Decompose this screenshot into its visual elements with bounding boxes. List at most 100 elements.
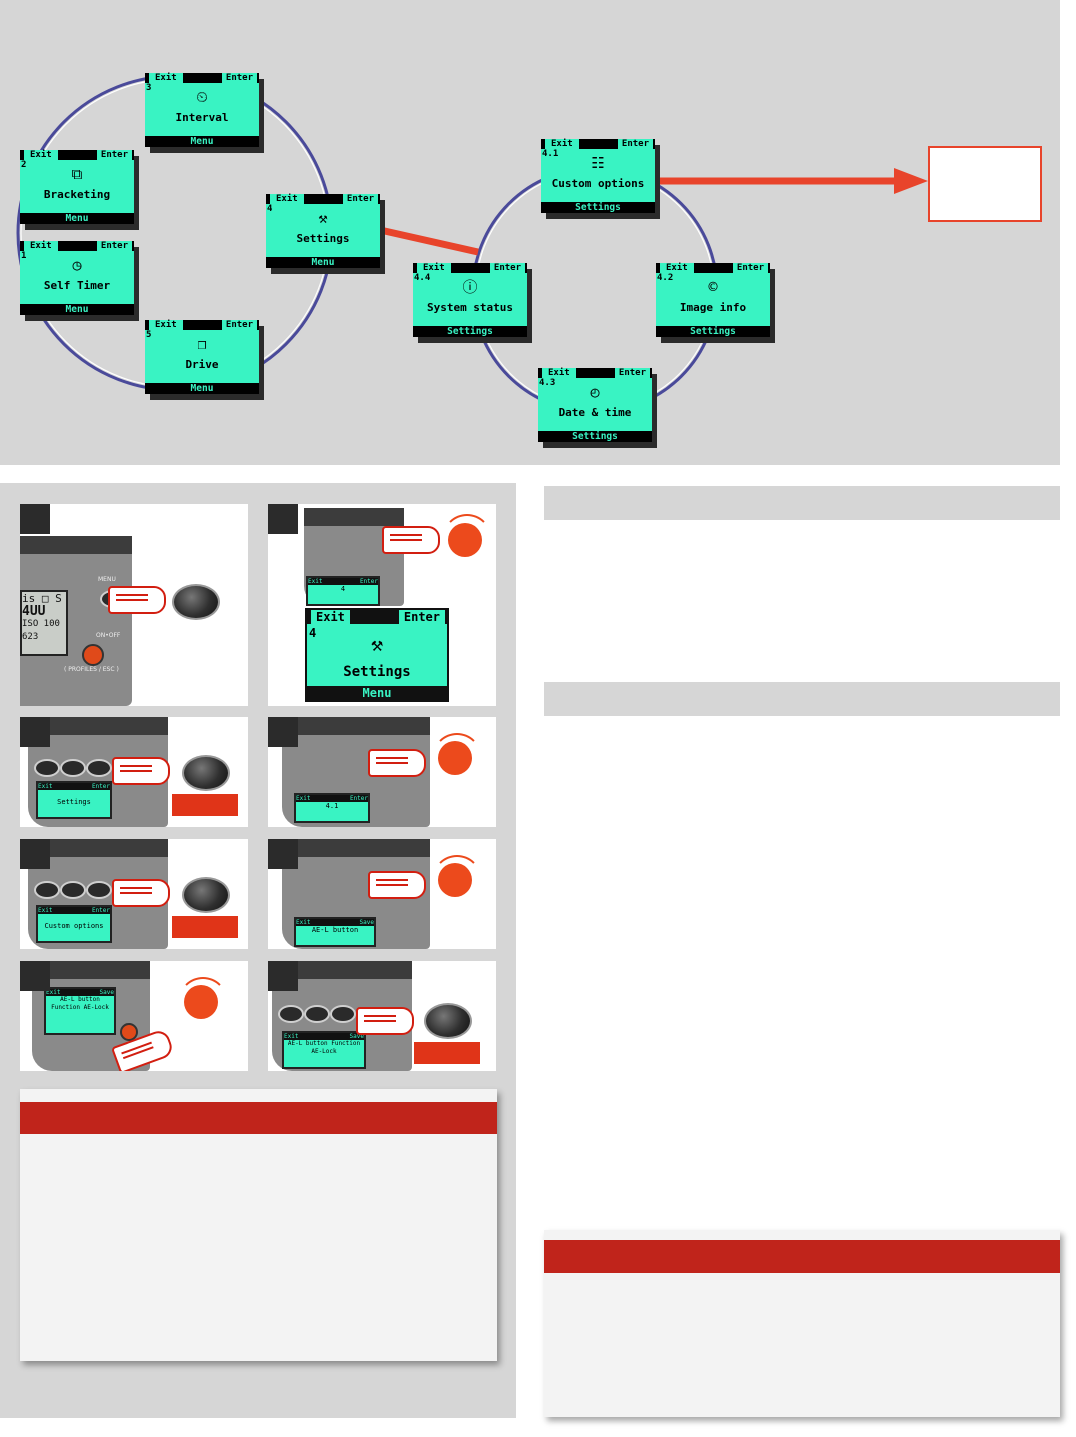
iso-wb-button[interactable]	[86, 881, 112, 899]
step-number-box	[268, 961, 298, 991]
image-info-icon: ©	[708, 278, 718, 296]
screen-title: Date & time	[558, 406, 632, 419]
step-number-box	[268, 504, 298, 534]
settings-icon: ⚒	[370, 632, 384, 656]
step-number-box	[268, 839, 298, 869]
screen-number: 5	[146, 330, 152, 340]
step-number-box	[20, 717, 50, 747]
on-off-button[interactable]	[82, 644, 104, 666]
left-note-header	[20, 1102, 497, 1134]
rotate-arrow-icon	[432, 855, 482, 905]
custom-options-icon: ☷	[591, 154, 605, 172]
screen-title: Image info	[679, 301, 747, 314]
camera-mini-screen: Exit Enter 4	[306, 576, 380, 606]
screen-title: Bracketing	[43, 188, 111, 201]
screen-footer: Menu	[20, 213, 134, 224]
screen-footer: Settings	[656, 326, 770, 337]
af-button[interactable]	[304, 1005, 330, 1023]
step-3-panel: Exit Enter Settings	[20, 717, 248, 827]
pointing-finger-icon	[112, 757, 170, 785]
arrow-head	[894, 168, 928, 194]
section-header-bar-1	[544, 486, 1060, 520]
self-timer-icon: ◷	[72, 256, 82, 274]
screen-number: 4.2	[657, 273, 674, 283]
right-note-header	[544, 1240, 1060, 1273]
pointing-finger-icon	[382, 526, 440, 554]
flash-button[interactable]	[34, 759, 60, 777]
system-status-icon: ⓘ	[462, 278, 478, 296]
screen-number: 4.1	[542, 149, 559, 159]
screen-footer: Settings	[413, 326, 527, 337]
pointing-finger-icon	[112, 879, 170, 907]
iso-wb-button[interactable]	[86, 759, 112, 777]
step-number-box	[20, 839, 50, 869]
flash-button[interactable]	[34, 881, 60, 899]
screen-footer: Settings	[541, 202, 655, 213]
screen-footer: Settings	[538, 431, 652, 442]
step-4-panel: Exit Enter 4.1	[268, 717, 496, 827]
camera-mini-screen: Exit Enter Custom options	[36, 905, 112, 943]
rotate-arrow-icon	[178, 977, 228, 1027]
screen-title: Drive	[185, 358, 219, 371]
screen-number: 4.4	[414, 273, 431, 283]
screen-footer: Menu	[145, 136, 259, 147]
highlight-bar	[172, 916, 238, 938]
af-button[interactable]	[60, 881, 86, 899]
af-button[interactable]	[60, 759, 86, 777]
pointing-finger-icon	[356, 1007, 414, 1035]
screen-number: 4	[267, 204, 273, 214]
camera-mini-screen: Exit Enter Settings	[36, 781, 112, 819]
pointing-finger-icon	[368, 749, 426, 777]
press-button-icon	[182, 877, 230, 913]
screen-number: 4.3	[539, 378, 556, 388]
press-button-icon	[172, 584, 220, 620]
screen-number: 3	[146, 83, 152, 93]
on-off-label: ON•OFF	[96, 632, 121, 639]
camera-mini-screen: Exit Enter 4.1	[294, 793, 370, 823]
profiles-label: ( PROFILES / ESC )	[64, 666, 119, 673]
camera-mini-screen: Exit Save AE-L button Function AE-Lock	[282, 1031, 366, 1069]
step-7-panel: Exit Save AE-L button Function AE-Lock	[20, 961, 248, 1071]
screen-number: 1	[21, 251, 27, 261]
drive-icon: ❐	[197, 335, 207, 353]
step-number-box	[268, 717, 298, 747]
screen-footer: Menu	[20, 304, 134, 315]
pointing-finger-icon	[108, 586, 166, 614]
bracketing-icon: ⧉	[71, 165, 83, 183]
date-time-icon: ◴	[590, 383, 600, 401]
screen-footer: Menu	[145, 383, 259, 394]
screen-footer: Menu	[266, 257, 380, 268]
iso-wb-button[interactable]	[330, 1005, 356, 1023]
custom-options-target-box	[928, 146, 1042, 222]
interval-icon: ⏲	[196, 88, 208, 106]
rotate-arrow-icon	[442, 514, 492, 564]
step-5-panel: Exit Enter Custom options	[20, 839, 248, 949]
pointing-finger-icon	[368, 871, 426, 899]
camera-mini-screen: Exit Save AE-L button	[294, 917, 376, 947]
flash-button[interactable]	[278, 1005, 304, 1023]
press-button-icon	[424, 1003, 472, 1039]
screen-title: Custom options	[551, 177, 645, 190]
step-6-panel: Exit Save AE-L button	[268, 839, 496, 949]
rotate-arrow-icon	[432, 733, 482, 783]
step-number-box	[20, 504, 50, 534]
press-button-icon	[182, 755, 230, 791]
highlight-bar	[414, 1042, 480, 1064]
camera-mini-screen: Exit Save AE-L button Function AE-Lock	[44, 987, 116, 1035]
settings-connector	[379, 226, 479, 256]
menu-label: MENU	[98, 576, 116, 583]
screen-title: Interval	[175, 111, 229, 124]
step-1-panel: is □ S 4UU ISO 100 623 MENU ON•OFF ( PRO…	[20, 504, 248, 706]
right-note-box	[544, 1230, 1060, 1417]
